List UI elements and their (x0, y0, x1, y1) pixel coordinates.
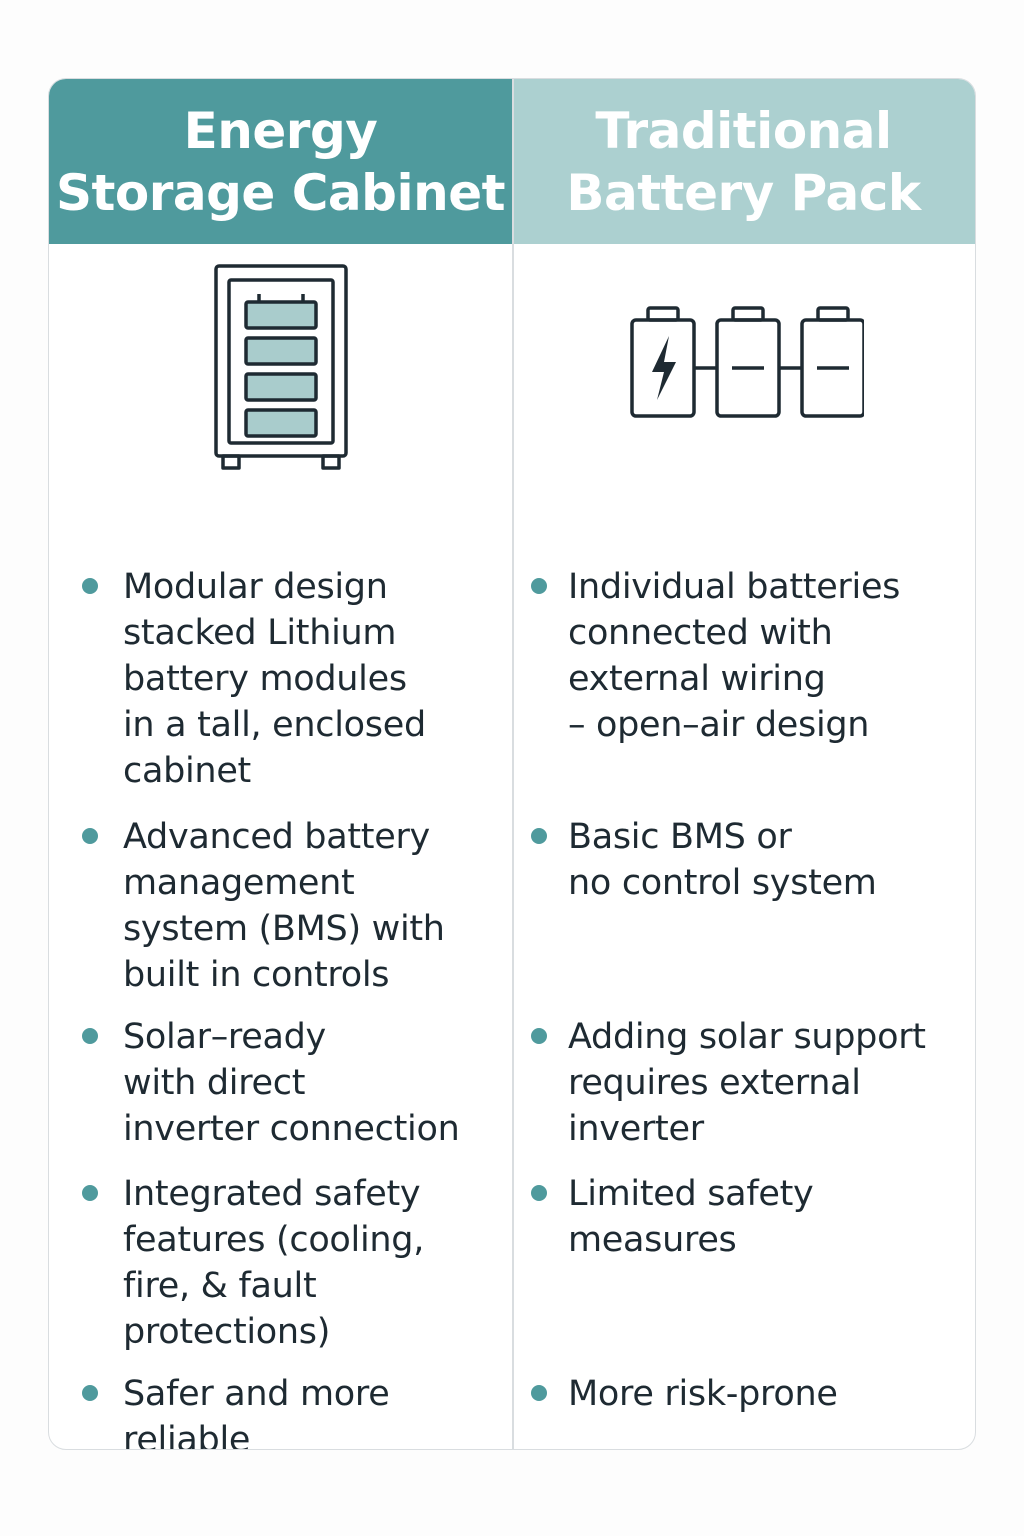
bullet-icon (531, 1028, 547, 1044)
battery-pack-icon (629, 306, 864, 418)
energy-storage-cabinet-icon (213, 264, 348, 470)
column-title: Traditional Battery Pack (566, 101, 921, 222)
bullet-icon (82, 1185, 98, 1201)
bullet-icon (531, 578, 547, 594)
bullet-icon (531, 828, 547, 844)
bullet-icon (82, 1028, 98, 1044)
bullet-icon (82, 1385, 98, 1401)
bullet-icon (82, 578, 98, 594)
comparison-card: Energy Storage Cabinet (48, 78, 976, 1450)
bullet-icon (531, 1385, 547, 1401)
column-header-traditional-battery-pack: Traditional Battery Pack (512, 79, 975, 244)
column-header-energy-storage-cabinet: Energy Storage Cabinet (49, 79, 512, 244)
column-traditional-battery-pack: Traditional Battery Pack (512, 79, 975, 1449)
bullet-icon (82, 828, 98, 844)
column-title: Energy Storage Cabinet (55, 101, 506, 222)
bullet-icon (531, 1185, 547, 1201)
column-divider (512, 79, 514, 1449)
column-energy-storage-cabinet: Energy Storage Cabinet (49, 79, 512, 1449)
